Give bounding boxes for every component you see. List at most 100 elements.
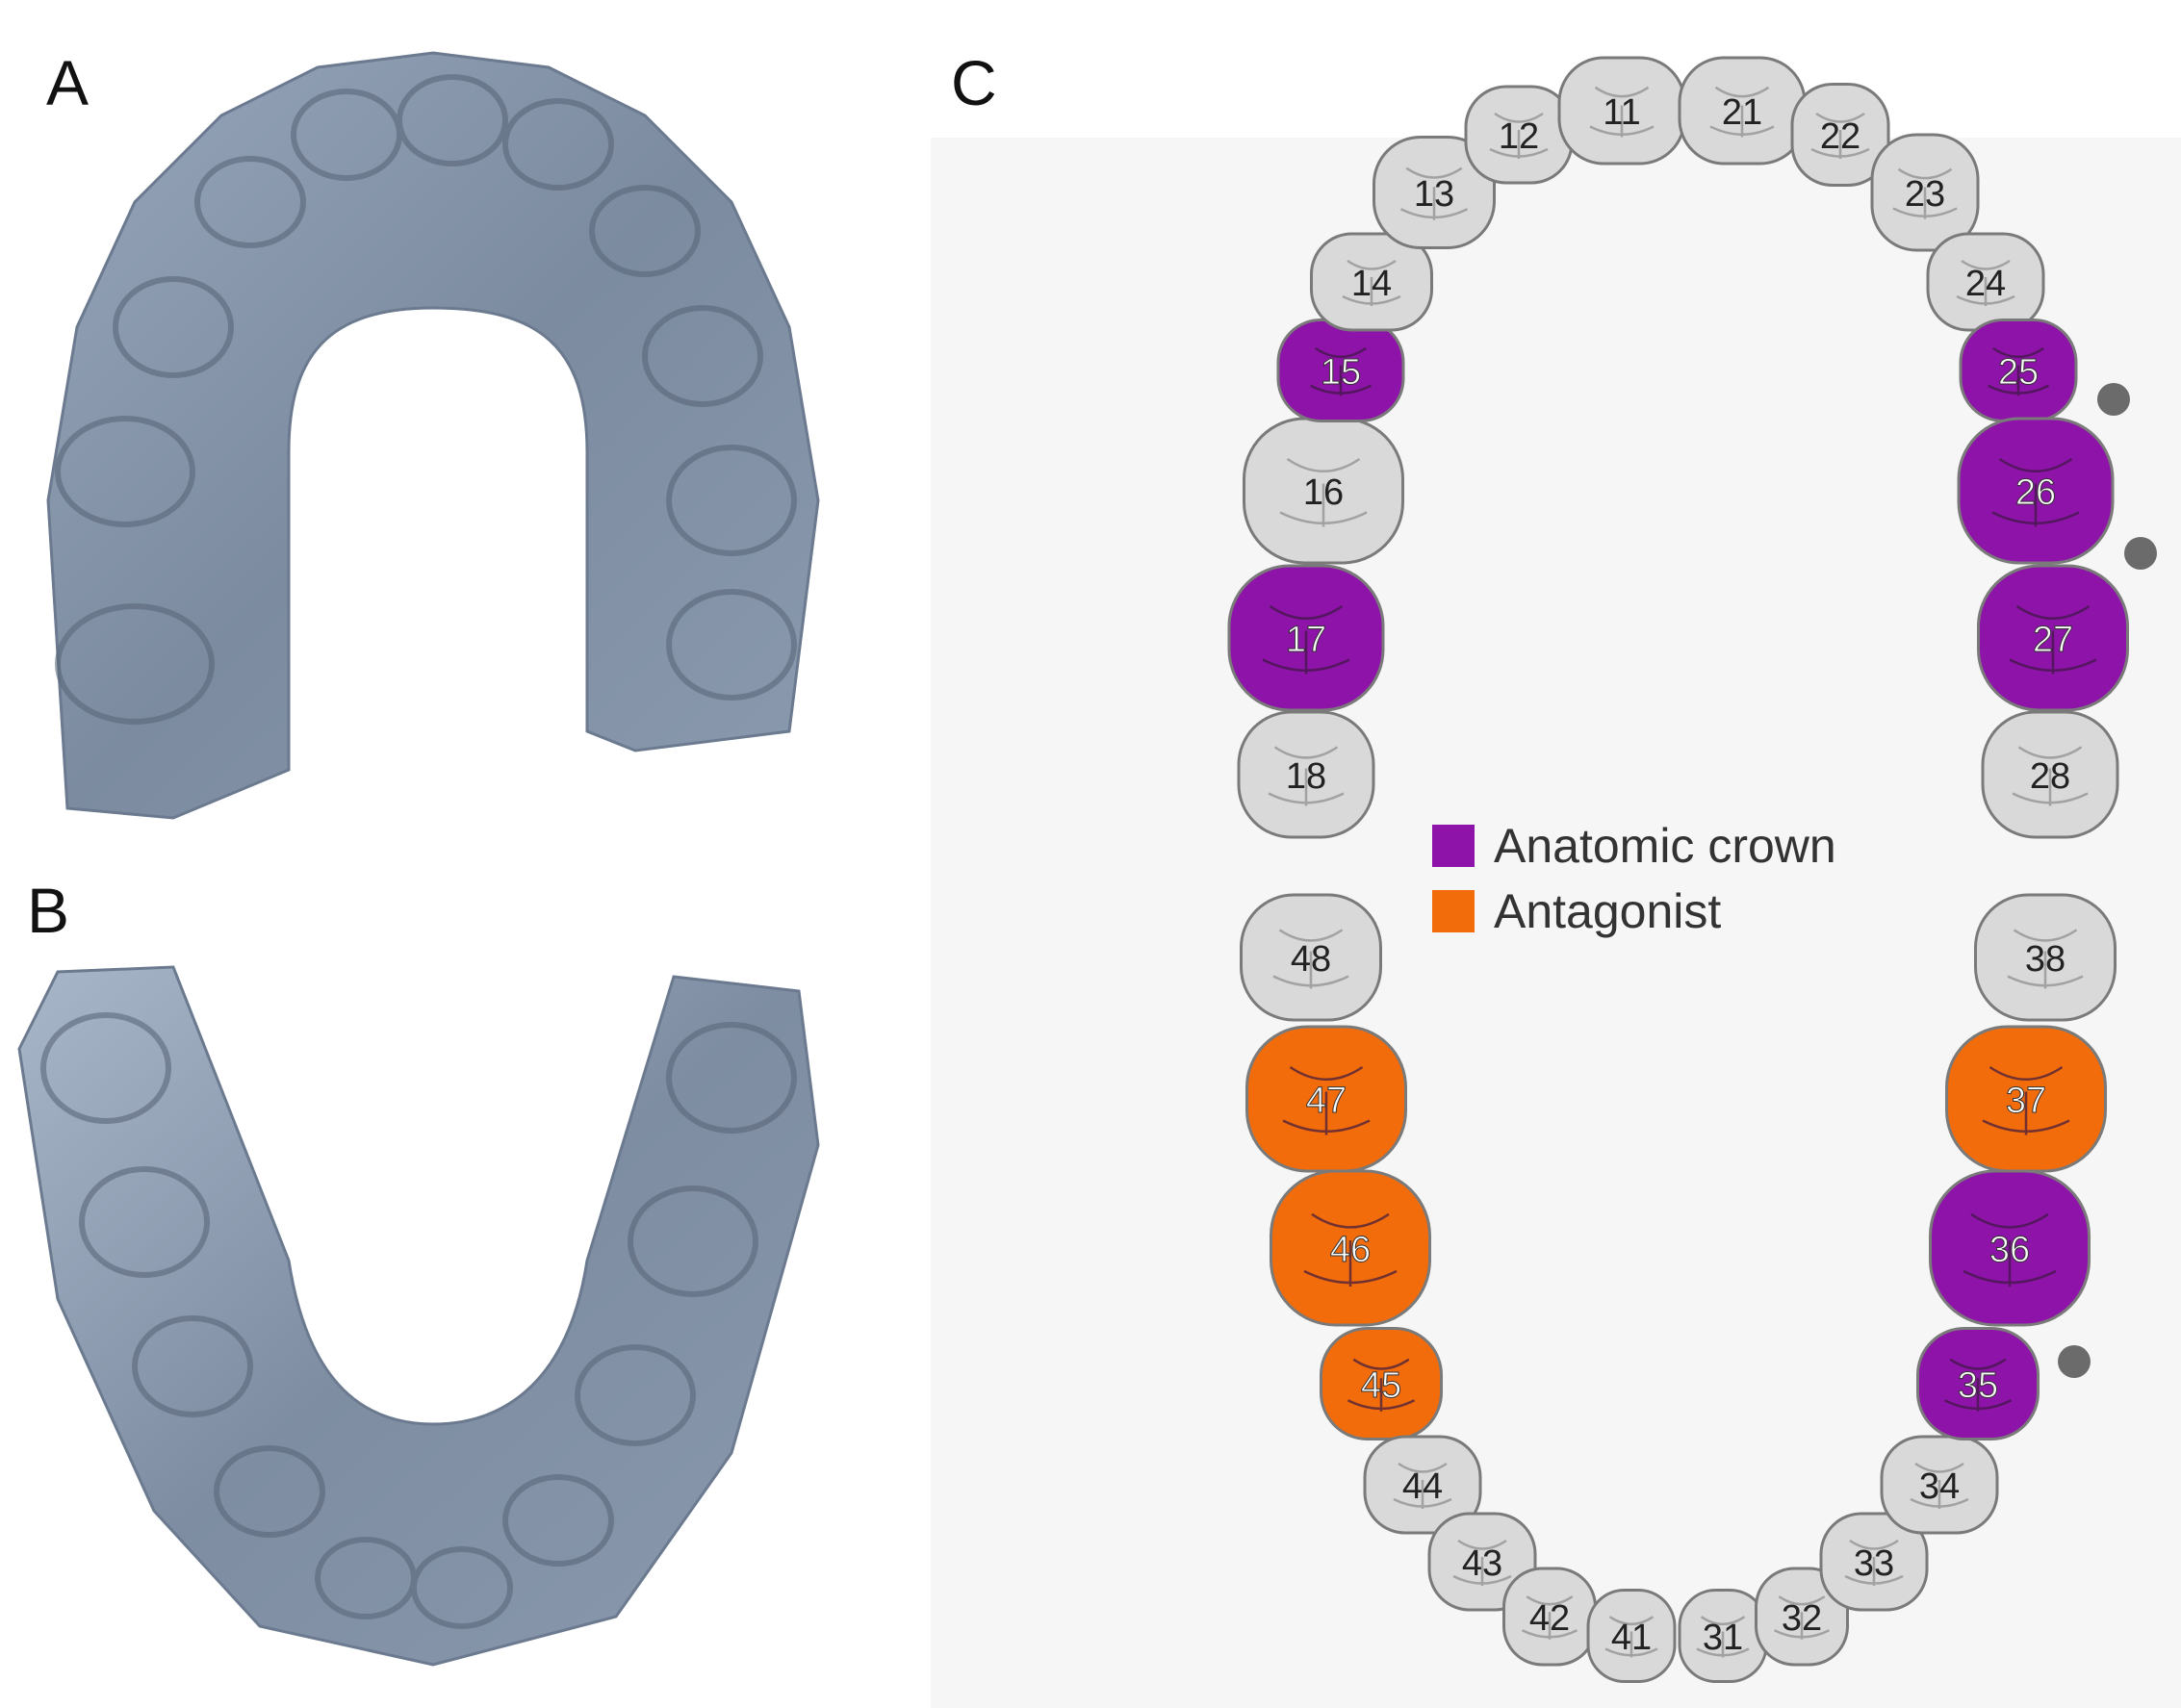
tooth-27: 27 [1977, 564, 2129, 712]
tooth-36: 36 [1929, 1169, 2091, 1327]
tooth-38-fissure [2007, 929, 2084, 989]
tooth-45: 45 [1320, 1327, 1443, 1440]
tooth-24-fissure [1956, 259, 2015, 306]
tooth-25-marker-dot [2097, 383, 2130, 416]
tooth-21-number: 21 [1722, 92, 1762, 133]
tooth-27-fissure [2009, 604, 2097, 675]
tooth-42: 42 [1502, 1567, 1597, 1667]
tooth-46-number: 46 [1330, 1230, 1371, 1270]
tooth-15-fissure [1309, 346, 1373, 396]
tooth-23-number: 23 [1905, 174, 1945, 215]
tooth-25-fissure [1987, 346, 2050, 396]
tooth-12-fissure [1489, 112, 1549, 159]
tooth-23: 23 [1870, 133, 1980, 252]
tooth-26-fissure [1991, 457, 2080, 527]
tooth-44-fissure [1393, 1462, 1452, 1509]
tooth-13: 13 [1373, 136, 1496, 249]
tooth-48-number: 48 [1291, 939, 1331, 980]
tooth-15: 15 [1276, 319, 1405, 422]
tooth-41-fissure [1604, 1616, 1658, 1658]
tooth-35: 35 [1916, 1327, 2040, 1440]
panel-label-a: A [46, 47, 90, 118]
tooth-33: 33 [1819, 1512, 1929, 1612]
tooth-41: 41 [1586, 1589, 1677, 1683]
tooth-37-number: 37 [2006, 1081, 2046, 1121]
tooth-44: 44 [1363, 1435, 1482, 1535]
tooth-35-marker-dot [2058, 1345, 2091, 1378]
upper-arch-scan [46, 51, 820, 820]
legend-label-antagonist: Antagonist [1494, 884, 1722, 938]
tooth-33-fissure [1844, 1539, 1904, 1586]
tooth-31: 31 [1678, 1589, 1768, 1683]
tooth-18-fissure [1268, 746, 1345, 806]
panel-label-b: B [27, 875, 70, 946]
tooth-31-fissure [1696, 1616, 1750, 1658]
tooth-22-fissure [1810, 112, 1870, 159]
tooth-45-number: 45 [1361, 1365, 1401, 1406]
tooth-42-fissure [1521, 1595, 1578, 1640]
tooth-35-fissure [1943, 1358, 2013, 1412]
tooth-48-fissure [1272, 929, 1349, 989]
tooth-18-number: 18 [1286, 756, 1326, 797]
legend-item-antagonist: Antagonist [1432, 883, 1721, 939]
tooth-48: 48 [1240, 893, 1382, 1022]
tooth-38: 38 [1974, 893, 2117, 1022]
tooth-28-number: 28 [2030, 756, 2070, 797]
panel-label-c: C [951, 47, 997, 118]
tooth-47: 47 [1245, 1025, 1407, 1173]
tooth-36-fissure [1963, 1212, 2057, 1287]
tooth-42-number: 42 [1529, 1598, 1570, 1639]
tooth-26: 26 [1957, 417, 2115, 565]
tooth-32-number: 32 [1782, 1598, 1822, 1639]
tooth-24: 24 [1926, 232, 2045, 332]
tooth-12: 12 [1464, 85, 1574, 185]
tooth-11: 11 [1557, 56, 1686, 166]
tooth-46: 46 [1270, 1169, 1431, 1327]
tooth-37-fissure [1982, 1065, 2070, 1135]
tooth-34-number: 34 [1919, 1466, 1960, 1507]
tooth-24-number: 24 [1965, 264, 2006, 304]
legend-swatch-anatomic-crown [1432, 825, 1475, 867]
tooth-26-marker-dot [2124, 537, 2157, 570]
tooth-18: 18 [1237, 710, 1375, 839]
legend-swatch-antagonist [1432, 890, 1475, 932]
tooth-34: 34 [1880, 1435, 1999, 1535]
tooth-14-fissure [1342, 259, 1401, 306]
tooth-13-fissure [1399, 166, 1469, 220]
tooth-37: 37 [1945, 1025, 2107, 1173]
tooth-33-number: 33 [1854, 1543, 1894, 1584]
tooth-27-number: 27 [2033, 620, 2073, 660]
tooth-44-number: 44 [1402, 1466, 1443, 1507]
tooth-17: 17 [1227, 564, 1385, 712]
tooth-25-number: 25 [1998, 352, 2039, 393]
tooth-21: 21 [1678, 56, 1807, 166]
tooth-23-fissure [1892, 167, 1958, 219]
tooth-22: 22 [1790, 83, 1890, 187]
tooth-31-number: 31 [1703, 1618, 1743, 1658]
tooth-21-fissure [1709, 86, 1775, 138]
tooth-35-number: 35 [1958, 1365, 1998, 1406]
tooth-14-number: 14 [1351, 264, 1392, 304]
upper-arch-shape [46, 51, 820, 820]
tooth-16-number: 16 [1303, 472, 1344, 513]
lower-arch-shape [17, 965, 820, 1667]
tooth-22-number: 22 [1820, 116, 1860, 157]
tooth-36-number: 36 [1989, 1230, 2030, 1270]
lower-arch-scan [17, 965, 820, 1667]
tooth-28: 28 [1981, 710, 2119, 839]
tooth-16-fissure [1279, 457, 1368, 527]
tooth-32: 32 [1755, 1567, 1849, 1667]
tooth-11-fissure [1589, 86, 1655, 138]
tooth-45-fissure [1347, 1358, 1416, 1412]
tooth-26-number: 26 [2015, 472, 2056, 513]
tooth-32-fissure [1773, 1595, 1831, 1640]
legend-item-anatomic-crown: Anatomic crown [1432, 818, 1836, 874]
tooth-17-fissure [1262, 604, 1350, 675]
tooth-38-number: 38 [2025, 939, 2066, 980]
tooth-47-number: 47 [1306, 1081, 1347, 1121]
tooth-25: 25 [1959, 319, 2078, 422]
tooth-41-number: 41 [1611, 1618, 1652, 1658]
tooth-43-fissure [1452, 1539, 1512, 1586]
tooth-11-number: 11 [1603, 92, 1640, 133]
